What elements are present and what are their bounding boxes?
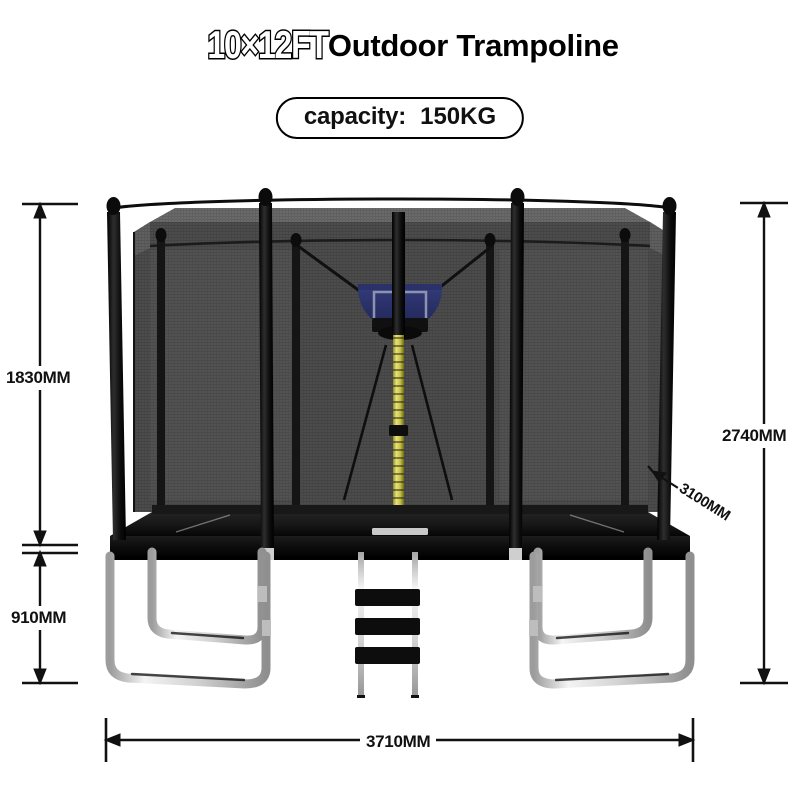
rear-pole-3 bbox=[486, 240, 494, 512]
dim-label-frame-height: 910MM bbox=[9, 606, 69, 630]
capacity-value: 150KG bbox=[420, 103, 497, 130]
center-pole bbox=[389, 212, 408, 523]
dim-depth-arrow-near bbox=[650, 470, 667, 483]
front-pole-right-inner-cap bbox=[510, 188, 525, 206]
leg-joint-collars bbox=[258, 586, 542, 636]
rear-pole-1-cap bbox=[155, 228, 167, 242]
dim-label-width: 3710MM bbox=[360, 730, 437, 754]
dim-total-arrow-up bbox=[757, 200, 771, 218]
dim-label-net-height: 1830MM bbox=[4, 366, 73, 390]
dim-net-arrow-down bbox=[33, 530, 47, 548]
sleeve-clamp bbox=[389, 425, 408, 436]
leg-right-rear bbox=[533, 547, 653, 645]
mat-seam-left bbox=[175, 514, 231, 533]
net-top-cable bbox=[112, 197, 671, 210]
rear-pole-1 bbox=[157, 235, 165, 512]
ladder-foot-left bbox=[357, 695, 365, 698]
dim-net-arrow-up bbox=[33, 201, 47, 219]
mat-center-label bbox=[372, 528, 428, 535]
center-pole-upper bbox=[392, 212, 405, 337]
rear-pole-4-cap bbox=[619, 228, 631, 242]
leg-shadows bbox=[130, 631, 670, 682]
rear-pole-4 bbox=[621, 235, 629, 512]
net-poles-rear bbox=[155, 228, 631, 512]
front-pole-right-inner bbox=[509, 203, 524, 556]
dim-width-arrow-right bbox=[678, 733, 696, 747]
capacity-label: capacity: bbox=[303, 103, 407, 130]
title-product-label: Outdoor Trampoline bbox=[327, 28, 619, 63]
ladder-step-2 bbox=[355, 618, 420, 635]
mat-seam-right bbox=[569, 514, 625, 533]
leg-left-front bbox=[105, 551, 271, 689]
enclosure-net bbox=[112, 197, 671, 512]
ladder-step-1 bbox=[355, 589, 420, 606]
rear-pole-2 bbox=[292, 240, 300, 512]
front-pole-left-inner bbox=[259, 203, 274, 556]
dim-label-total-height: 2740MM bbox=[720, 424, 789, 448]
dim-width-arrow-left bbox=[103, 733, 121, 747]
net-top-band-right bbox=[650, 222, 666, 256]
front-pole-left-outer-cap bbox=[106, 197, 121, 215]
header: 10×12FTOutdoor Trampoline capacity: 150KG bbox=[0, 0, 800, 150]
jump-mat bbox=[110, 505, 690, 560]
pole-foot-right bbox=[509, 548, 522, 560]
ladder bbox=[355, 552, 420, 698]
title-size-label: 10×12FT bbox=[206, 24, 330, 67]
leg-right-front bbox=[529, 551, 695, 689]
front-pole-right-outer bbox=[657, 212, 676, 540]
safety-pad-front bbox=[110, 536, 690, 560]
rear-pole-3-cap bbox=[484, 233, 496, 247]
leg-left-rear bbox=[147, 547, 267, 645]
pole-stay-right bbox=[410, 344, 454, 501]
front-pole-right-outer-cap bbox=[662, 197, 677, 215]
front-pole-left-outer bbox=[107, 212, 126, 540]
mat-top-surface bbox=[110, 512, 690, 536]
front-pole-left-inner-cap bbox=[258, 188, 273, 206]
dim-total-arrow-down bbox=[757, 668, 771, 686]
net-top-band-left bbox=[134, 222, 150, 256]
page-title: 10×12FTOutdoor Trampoline bbox=[0, 24, 800, 67]
dim-frame-arrow-up bbox=[33, 549, 47, 567]
safety-pad-bottom-shade bbox=[110, 556, 690, 560]
dim-frame-arrow-down bbox=[33, 668, 47, 686]
capacity-badge: capacity: 150KG bbox=[275, 97, 525, 139]
pole-stay-left bbox=[342, 344, 388, 501]
ladder-foot-right bbox=[411, 695, 419, 698]
rear-pole-2-cap bbox=[290, 233, 302, 247]
mat-rear-edge bbox=[152, 505, 648, 514]
ladder-step-3 bbox=[355, 647, 420, 664]
u-shaped-legs bbox=[105, 547, 695, 689]
